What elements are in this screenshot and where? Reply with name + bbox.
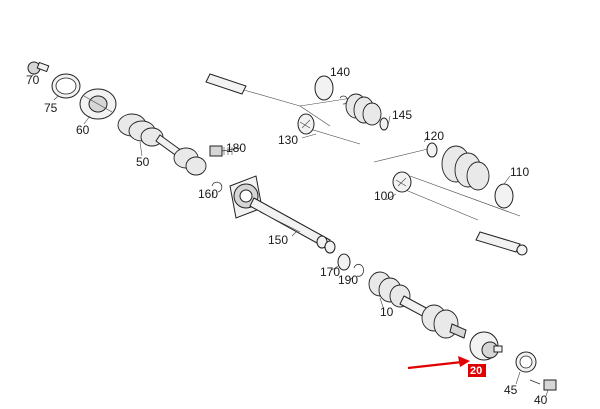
highlight-arrow xyxy=(407,356,470,370)
highlight-box-20 xyxy=(468,364,486,377)
clamp-120 xyxy=(426,142,438,158)
ring-170 xyxy=(337,253,351,271)
joint-60 xyxy=(79,88,117,120)
outer-shaft-10 xyxy=(368,271,467,339)
bolt-70 xyxy=(27,61,50,75)
boot-110 xyxy=(441,145,514,209)
boot-145 xyxy=(345,93,389,131)
intermediate-shaft-150 xyxy=(229,175,336,254)
callout-50: 50 xyxy=(136,155,150,169)
callout-110: 110 xyxy=(510,165,529,179)
ring-45 xyxy=(515,351,537,373)
callout-145: 145 xyxy=(392,108,412,122)
callout-130: 130 xyxy=(278,133,298,147)
callout-10: 10 xyxy=(380,305,394,319)
clip-160 xyxy=(211,181,223,193)
boot-kit-100 xyxy=(373,147,528,256)
clip-small-145 xyxy=(339,95,348,105)
callout-40: 40 xyxy=(534,393,548,407)
shaft-50 xyxy=(117,113,207,176)
callout-45: 45 xyxy=(504,383,518,397)
leader-lines xyxy=(31,73,549,397)
callout-20: 20 xyxy=(470,365,482,377)
callout-60: 60 xyxy=(76,123,90,137)
callout-150: 150 xyxy=(268,233,288,247)
callout-160: 160 xyxy=(198,187,218,201)
callout-120: 120 xyxy=(424,129,444,143)
bolt-180 xyxy=(209,145,241,157)
ring-190 xyxy=(353,263,364,277)
callout-100: 100 xyxy=(374,189,394,203)
boot-kit-130 xyxy=(205,73,361,145)
callout-140: 140 xyxy=(330,65,350,79)
clamp-140 xyxy=(314,75,334,101)
callout-180: 180 xyxy=(226,141,246,155)
hub-20 xyxy=(469,331,503,361)
callout-75: 75 xyxy=(44,101,58,115)
callout-170: 170 xyxy=(320,265,340,279)
bolt-40 xyxy=(529,379,557,391)
callout-70: 70 xyxy=(26,73,40,87)
callout-190: 190 xyxy=(338,273,358,287)
ring-75 xyxy=(51,73,81,99)
